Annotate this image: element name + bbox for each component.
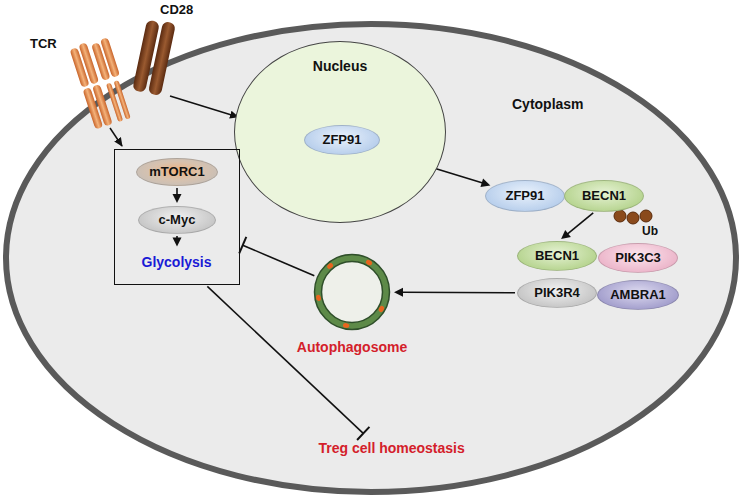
protein-label: BECN1 xyxy=(582,189,626,204)
arrowhead xyxy=(480,178,490,187)
arrow-connector xyxy=(394,288,515,297)
connector-line xyxy=(243,245,315,276)
protein-ellipse: ZFP91 xyxy=(485,180,565,212)
ubiquitin-chain xyxy=(614,210,652,224)
protein-label: mTORC1 xyxy=(149,165,204,180)
protein-ellipse: ZFP91 xyxy=(304,125,380,155)
protein-label: ZFP91 xyxy=(322,133,361,148)
cell-membrane xyxy=(6,24,736,492)
nucleus-ellipse: NucleusZFP91 xyxy=(234,41,446,223)
protein-label: c-Myc xyxy=(159,213,196,228)
arrow-connector xyxy=(173,236,182,247)
receptor-label: TCR xyxy=(30,36,57,51)
inhibition-connector xyxy=(239,237,314,276)
autophagosome-drawing xyxy=(313,253,391,331)
protein-label: AMBRA1 xyxy=(610,288,666,303)
process-text: Glycolysis xyxy=(142,254,213,270)
ubiquitin-label: Ub xyxy=(642,224,658,238)
tcr-receptor xyxy=(69,35,134,129)
arrow-connector xyxy=(561,213,593,239)
protein-ellipse: PIK3R4 xyxy=(517,278,597,308)
arrowhead xyxy=(394,288,403,297)
protein-ellipse: mTORC1 xyxy=(136,158,218,186)
protein-label: PIK3R4 xyxy=(534,286,580,301)
protein-ellipse: PIK3C3 xyxy=(598,243,678,273)
outcome-text: Treg cell homeostasis xyxy=(319,440,466,456)
signal-arrow xyxy=(170,96,238,117)
inhibition-bar xyxy=(239,237,246,254)
inhibition-bar xyxy=(357,427,369,440)
protein-ellipse: BECN1 xyxy=(517,241,597,271)
protein-label: ZFP91 xyxy=(505,189,544,204)
arrowhead xyxy=(561,230,571,239)
outcome-text: Treg cell homeostasis xyxy=(314,436,471,461)
receptor-label: CD28 xyxy=(160,2,193,17)
arrowhead xyxy=(173,194,182,203)
process-text: Glycolysis xyxy=(137,250,218,275)
autophagosome-circle: Autophagosome xyxy=(313,253,391,331)
compartment-label: Cytoplasm xyxy=(512,96,584,112)
pathway-box: mTORC1 c-MycGlycolysis xyxy=(114,149,240,285)
autophagosome-label: Autophagosome xyxy=(297,339,407,355)
cd28-receptor xyxy=(132,18,176,96)
connector-line xyxy=(402,291,515,293)
arrowhead xyxy=(173,238,182,247)
connector-line xyxy=(176,188,178,195)
protein-ellipse: AMBRA1 xyxy=(597,280,679,310)
protein-ellipse: BECN1 xyxy=(564,180,644,212)
protein-label: PIK3C3 xyxy=(615,251,661,266)
nucleus-title: Nucleus xyxy=(235,58,445,74)
protein-ellipse: c-Myc xyxy=(138,206,216,234)
arrow-connector xyxy=(173,188,182,203)
connector-line xyxy=(567,213,593,234)
protein-label: BECN1 xyxy=(535,249,579,264)
signal-arrow xyxy=(110,128,122,146)
